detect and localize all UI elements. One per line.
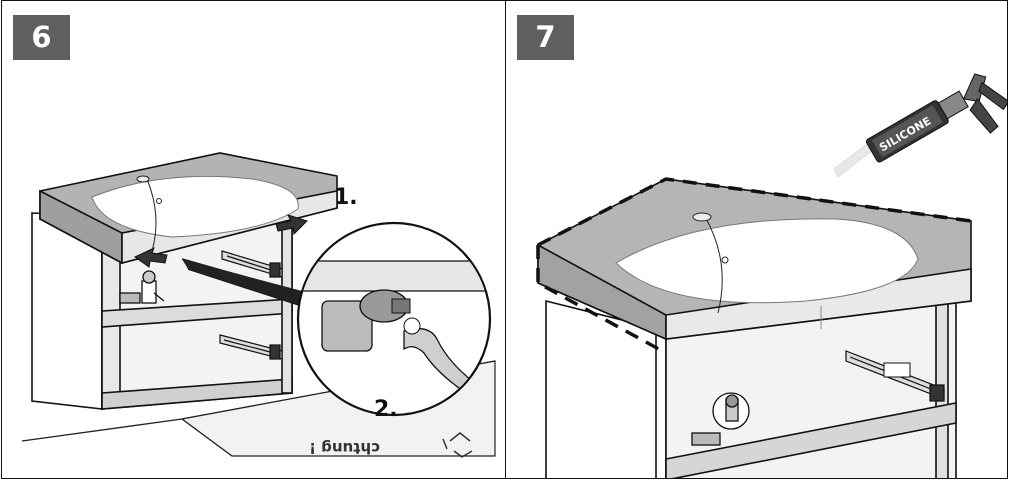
- step-6-illustration: chtung !: [21, 152, 496, 458]
- angle-valve: [119, 270, 165, 304]
- step-7-badge: 7: [517, 15, 574, 60]
- step-7-illustration: SILICONE: [536, 73, 1007, 478]
- box-text: chtung !: [309, 439, 380, 457]
- angle-valve: [691, 392, 750, 446]
- drawer-slide-upper: [221, 250, 283, 278]
- recycle-icon: [442, 432, 473, 458]
- push-arrow-left: [134, 247, 168, 268]
- step-6-panel: 6 chtung !: [1, 0, 506, 479]
- step-6-badge: 6: [13, 15, 70, 60]
- detail-magnifier: [296, 221, 492, 417]
- drawer-slide-lower: [219, 334, 283, 360]
- callout-1: 1.: [334, 185, 358, 210]
- washbasin: [537, 178, 972, 341]
- drawer-slide: [845, 350, 945, 402]
- callout-2: 2.: [374, 397, 398, 422]
- washbasin: [39, 152, 338, 265]
- silicone-seal-line: [536, 177, 972, 355]
- silicone-gun: SILICONE: [833, 73, 1007, 178]
- leader-wedge: [182, 259, 302, 306]
- cabinet: [545, 290, 957, 478]
- step-7-panel: 7 SILICONE: [505, 0, 1008, 479]
- push-arrow-right: [275, 214, 308, 236]
